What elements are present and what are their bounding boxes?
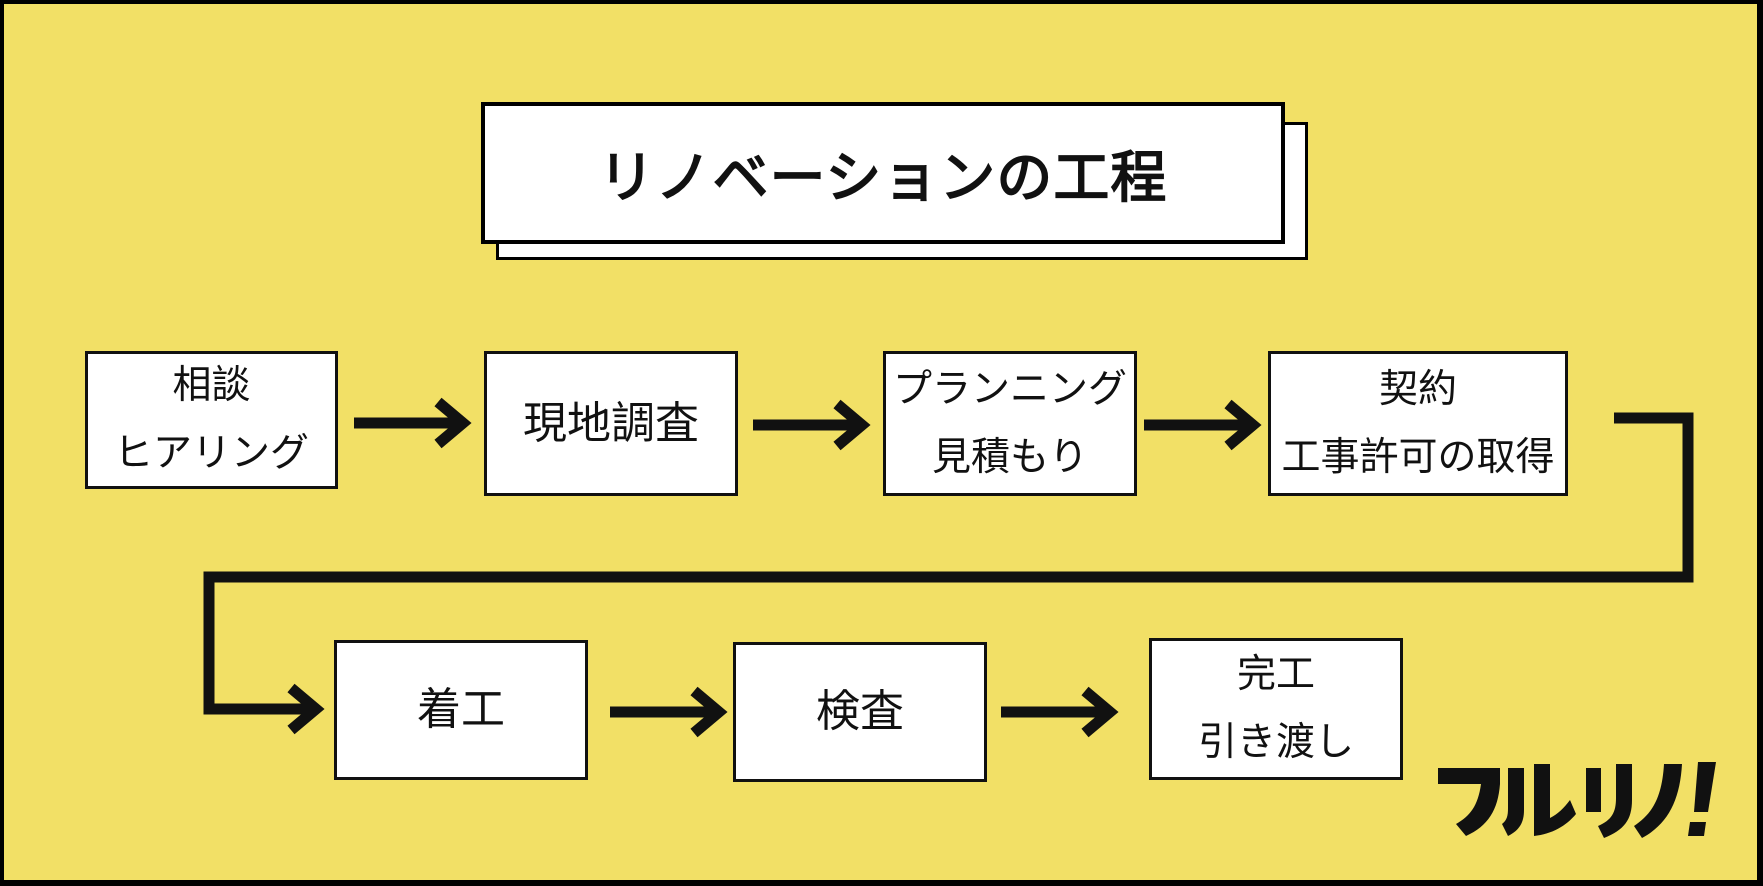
title-box: リノベーションの工程 (481, 102, 1285, 244)
step-box-contract: 契約 工事許可の取得 (1268, 351, 1568, 496)
step-label: 工事許可の取得 (1281, 434, 1555, 480)
arrow-6-to-7 (1001, 686, 1119, 738)
step-label: プランニング (892, 366, 1127, 412)
arrow-1-to-2 (354, 397, 472, 449)
furuno-logo (1438, 762, 1716, 838)
step-label: 相談 (172, 363, 251, 408)
step-box-planning: プランニング 見積もり (883, 351, 1137, 496)
step-box-inspection: 検査 (733, 642, 987, 782)
step-label: 完工 (1236, 652, 1315, 697)
step-label: 検査 (816, 686, 904, 737)
page-title: リノベーションの工程 (598, 145, 1168, 211)
step-label: 引き渡し (1197, 720, 1354, 765)
step-box-completion: 完工 引き渡し (1149, 638, 1403, 780)
arrow-4-to-5-connector (203, 412, 1694, 735)
arrow-2-to-3 (753, 399, 871, 451)
arrow-3-to-4 (1144, 399, 1262, 451)
step-box-consultation: 相談 ヒアリング (85, 351, 338, 489)
step-box-site-survey: 現地調査 (484, 351, 738, 496)
step-box-construction-start: 着工 (334, 640, 588, 780)
arrow-5-to-6 (610, 686, 728, 738)
step-label: 契約 (1378, 366, 1457, 412)
step-label: 着工 (417, 684, 505, 735)
step-label: ヒアリング (113, 431, 309, 476)
step-label: 見積もり (931, 434, 1088, 480)
step-label: 現地調査 (523, 397, 699, 449)
